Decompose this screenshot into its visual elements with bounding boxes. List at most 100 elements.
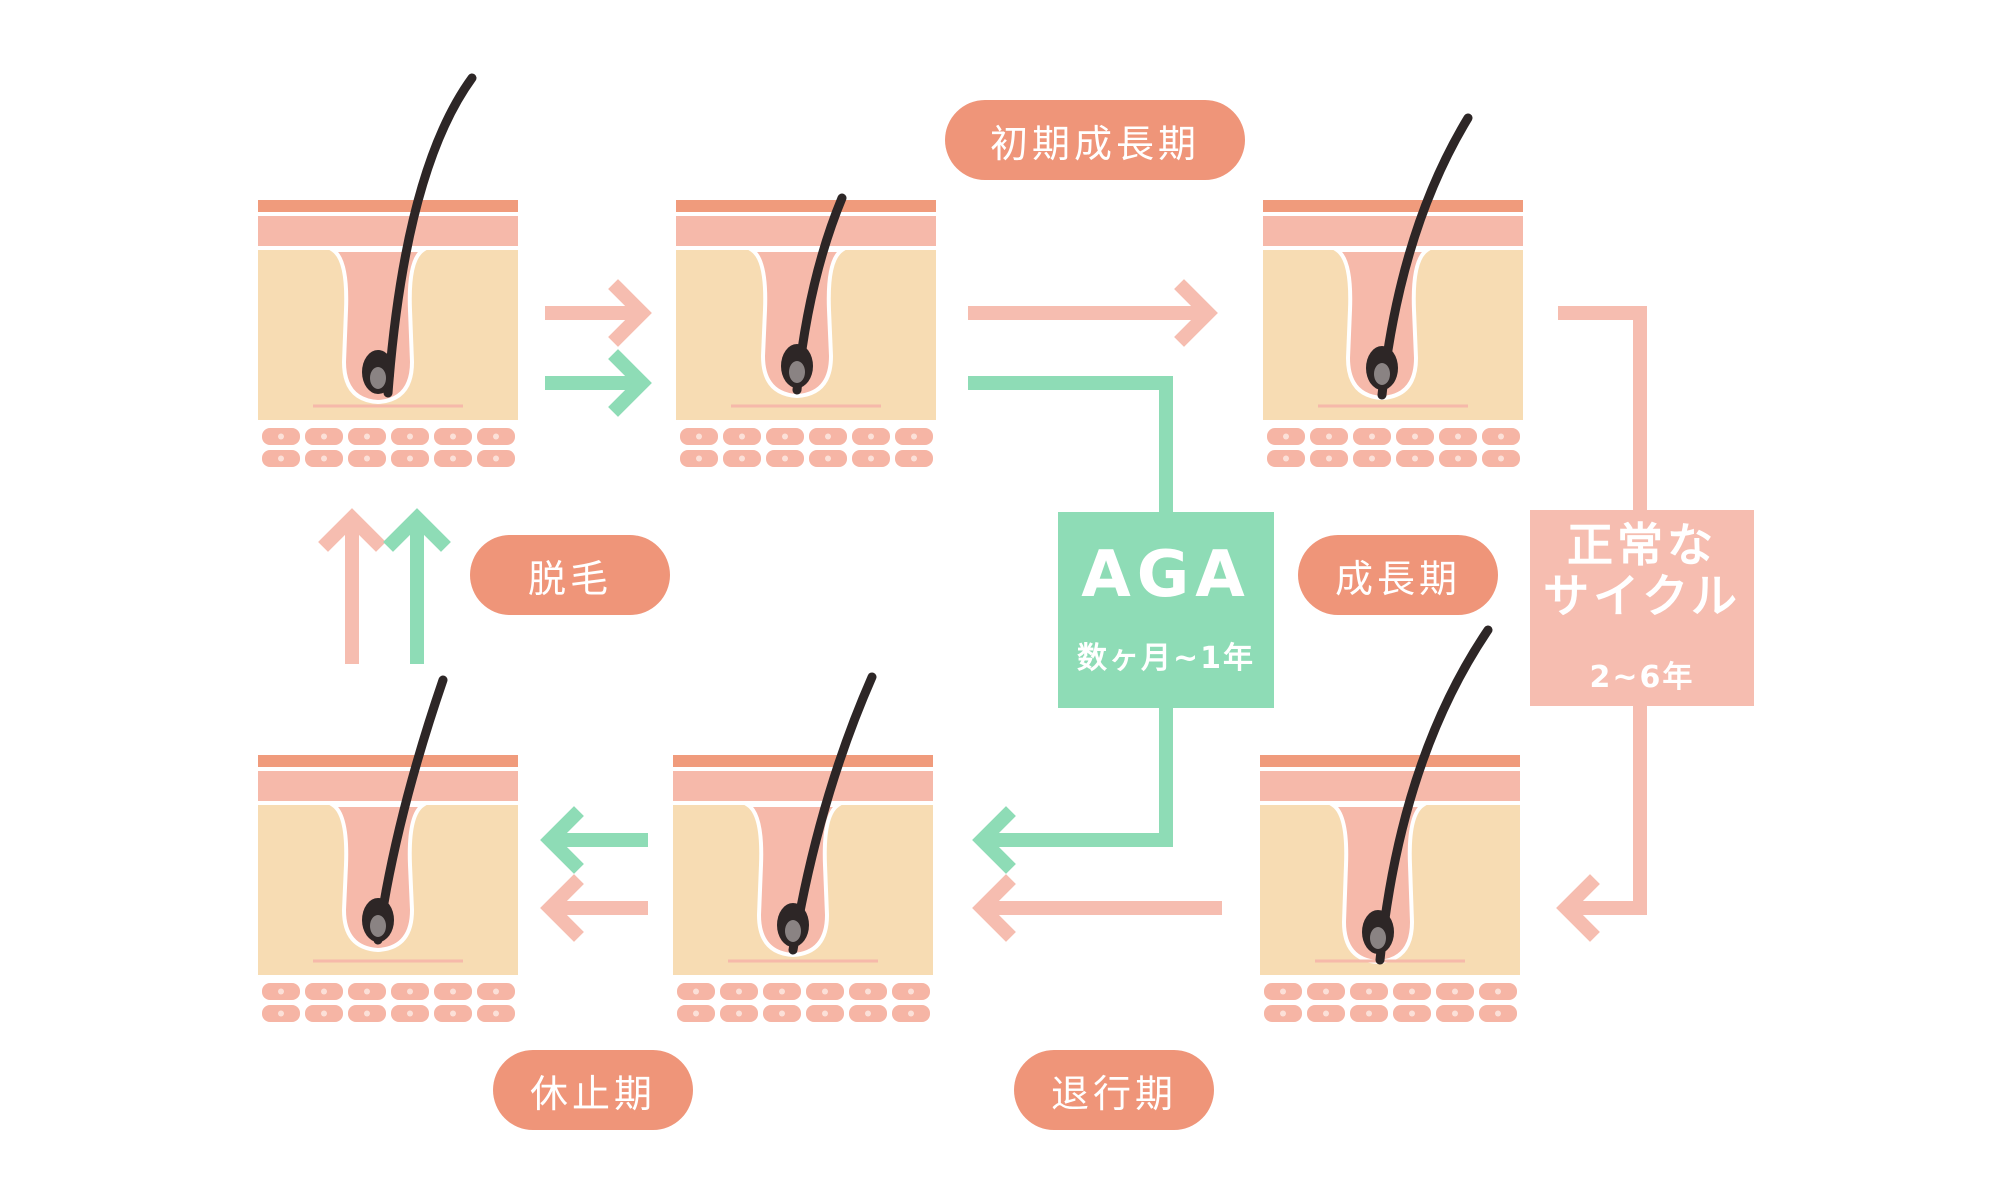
cell-nucleus [825, 433, 831, 440]
hair-shedding-stage [258, 73, 518, 467]
hair-shaft [383, 73, 477, 398]
catagen-stage [673, 672, 933, 1022]
hair-shaft [1375, 625, 1493, 965]
cell-nucleus [1280, 988, 1286, 995]
arrow-head [540, 874, 584, 942]
skin-surface-layer [676, 200, 936, 212]
arrow-head [540, 806, 584, 874]
hair-bulb-core [1374, 363, 1390, 385]
shedding-to-early-growth-green [545, 349, 652, 417]
cell-nucleus [779, 1010, 785, 1017]
epidermis-layer [676, 216, 936, 246]
cell-nucleus [1369, 433, 1375, 440]
arrow-head [318, 508, 386, 552]
epidermis-layer [1263, 216, 1523, 246]
cell-nucleus [321, 988, 327, 995]
cell-nucleus [1409, 1010, 1415, 1017]
cell-nucleus [868, 433, 874, 440]
cell-nucleus [693, 988, 699, 995]
catagen-to-telogen-pink [540, 874, 648, 942]
cell-nucleus [1452, 988, 1458, 995]
hair-follicle [745, 248, 849, 399]
cell-nucleus [321, 455, 327, 462]
cell-nucleus [736, 988, 742, 995]
cell-nucleus [1366, 988, 1372, 995]
cell-nucleus [1326, 433, 1332, 440]
cell-nucleus [493, 988, 499, 995]
hair-bulb-core [1370, 927, 1386, 949]
hair-bulb-core [370, 915, 386, 937]
cell-nucleus [1455, 433, 1461, 440]
cell-nucleus [1323, 988, 1329, 995]
skin-surface-layer [673, 755, 933, 767]
phase-label-shedding: 脱毛 [470, 535, 670, 615]
late-growth-to-catagen-pink [972, 874, 1222, 942]
cell-nucleus [1326, 455, 1332, 462]
cell-nucleus [739, 433, 745, 440]
cell-nucleus [407, 1010, 413, 1017]
cell-nucleus [1369, 455, 1375, 462]
cell-nucleus [1323, 1010, 1329, 1017]
cell-nucleus [696, 433, 702, 440]
cell-nucleus [865, 988, 871, 995]
aga-duration: 数ヶ月~1年 [1076, 641, 1255, 676]
growth-stage [1263, 113, 1523, 467]
cell-nucleus [779, 988, 785, 995]
cell-nucleus [693, 1010, 699, 1017]
telogen-to-shedding-green [383, 508, 451, 664]
cell-nucleus [493, 1010, 499, 1017]
phase-label-early-growth: 初期成長期 [945, 100, 1245, 180]
cell-nucleus [739, 455, 745, 462]
normal-cycle-box: 正常な サイクル 2~6年 [1530, 510, 1754, 706]
phase-label-growth: 成長期 [1298, 535, 1498, 615]
cell-nucleus [782, 455, 788, 462]
epidermis-layer [258, 216, 518, 246]
phase-label-catagen: 退行期 [1014, 1050, 1214, 1130]
skin-surface-layer [1263, 200, 1523, 212]
cell-nucleus [1412, 455, 1418, 462]
shedding-to-early-growth-pink [545, 279, 652, 347]
epidermis-layer [1260, 771, 1520, 801]
arrow-head [972, 806, 1016, 874]
epidermis-layer [673, 771, 933, 801]
hair-bulb-core [789, 361, 805, 383]
cell-nucleus [450, 1010, 456, 1017]
cell-nucleus [1283, 455, 1289, 462]
cell-nucleus [908, 988, 914, 995]
cell-nucleus [822, 1010, 828, 1017]
cell-nucleus [1495, 1010, 1501, 1017]
aga-title: AGA [1081, 538, 1251, 612]
normal-cycle-duration: 2~6年 [1589, 659, 1695, 695]
cell-nucleus [321, 433, 327, 440]
cell-nucleus [407, 988, 413, 995]
telogen-to-shedding-pink [318, 508, 386, 664]
cell-nucleus [911, 433, 917, 440]
hair-bulb-core [785, 920, 801, 942]
cell-nucleus [278, 988, 284, 995]
cell-nucleus [364, 455, 370, 462]
cell-nucleus [493, 433, 499, 440]
hair-bulb-core [370, 367, 386, 389]
cell-nucleus [822, 988, 828, 995]
cell-nucleus [1366, 1010, 1372, 1017]
cell-nucleus [736, 1010, 742, 1017]
phase-label-telogen: 休止期 [493, 1050, 693, 1130]
cell-nucleus [825, 455, 831, 462]
skin-surface-layer [258, 200, 518, 212]
cell-nucleus [450, 988, 456, 995]
cell-nucleus [1498, 455, 1504, 462]
cell-nucleus [1409, 988, 1415, 995]
skin-surface-layer [258, 755, 518, 767]
cell-nucleus [278, 433, 284, 440]
arrow-head [608, 349, 652, 417]
cell-nucleus [407, 455, 413, 462]
skin-surface-layer [1260, 755, 1520, 767]
catagen-to-telogen-green [540, 806, 648, 874]
arrow-head [1556, 874, 1600, 942]
cell-nucleus [1280, 1010, 1286, 1017]
cell-nucleus [1498, 433, 1504, 440]
cell-nucleus [364, 433, 370, 440]
cell-nucleus [908, 1010, 914, 1017]
arrow-head [1174, 279, 1218, 347]
